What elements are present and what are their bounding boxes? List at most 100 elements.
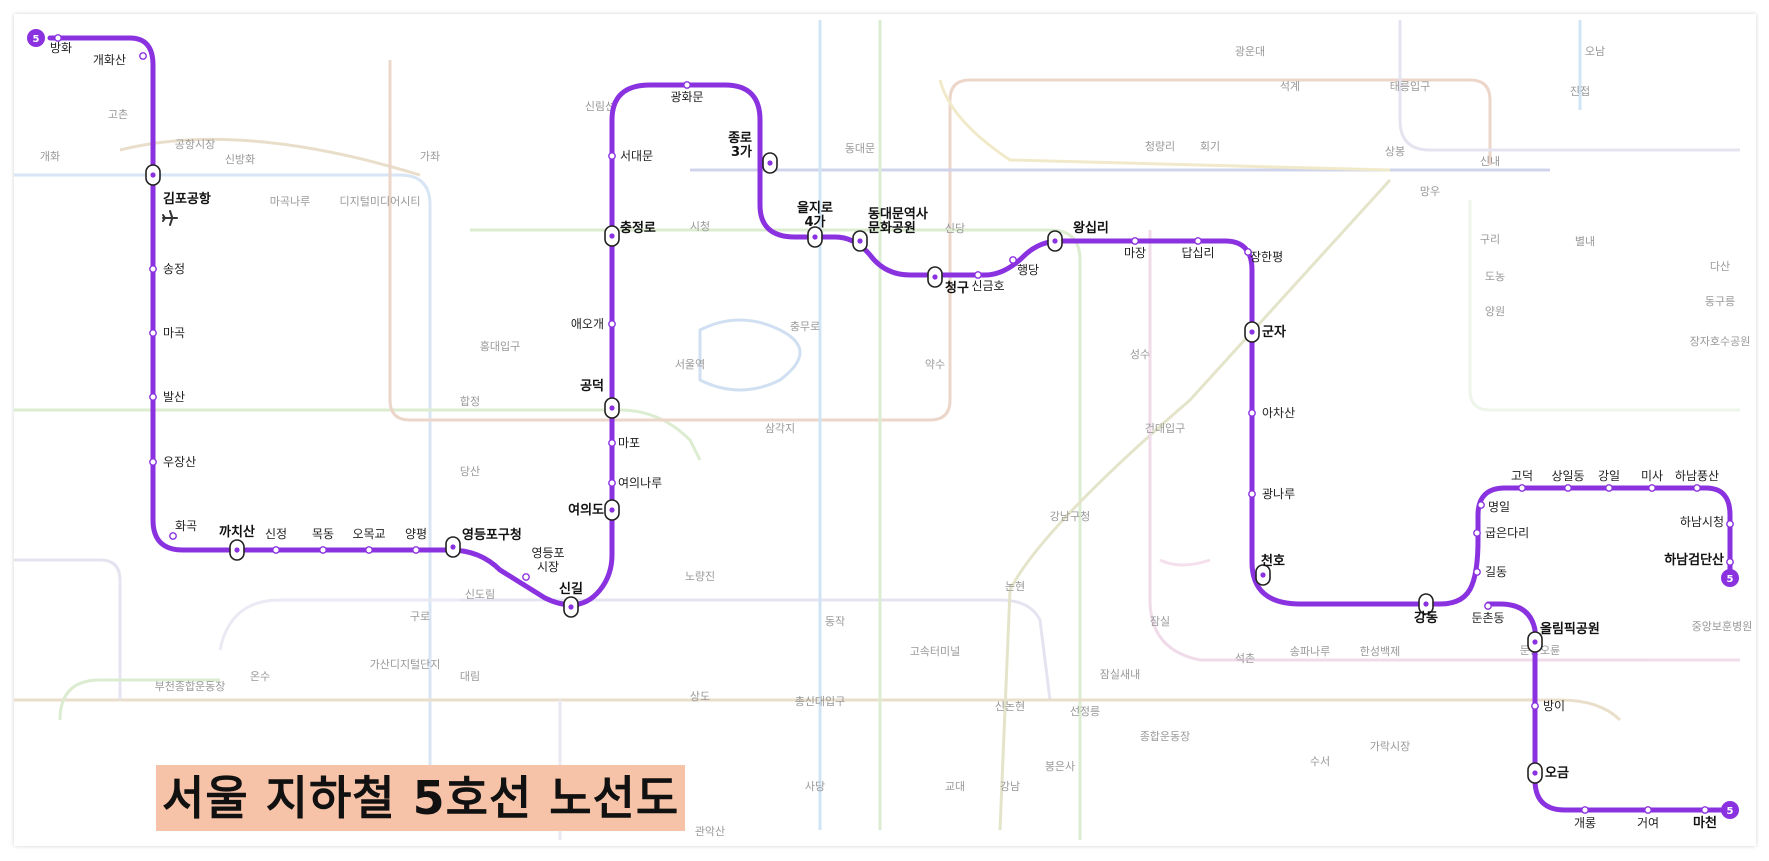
station[interactable]: 오목교 (352, 527, 386, 554)
background-station-label: 가산디지털단지 (370, 658, 441, 671)
station[interactable]: 명일 (1477, 500, 1510, 514)
background-station-label: 다산 (1710, 260, 1730, 273)
station[interactable]: 고덕 (1511, 469, 1533, 492)
station[interactable]: 영등포구청 (445, 527, 522, 558)
station[interactable]: 하남시청 (1680, 515, 1734, 529)
station[interactable]: 답십리 (1181, 237, 1215, 260)
station-label: 신길 (559, 582, 583, 597)
station[interactable]: 방이 (1531, 699, 1565, 713)
background-station-label: 총신대입구 (795, 695, 846, 708)
station-label: 하남검단산 (1664, 552, 1724, 568)
station[interactable]: 화곡 (169, 519, 197, 540)
station[interactable]: 마장 (1124, 237, 1146, 260)
background-station-label: 대림 (460, 670, 480, 683)
station-label: 명일 (1488, 500, 1510, 514)
station[interactable]: 강일 (1598, 469, 1620, 492)
station[interactable]: 천호 (1255, 554, 1285, 586)
line-badge-macheon: 5 (1721, 801, 1739, 819)
background-station-label: 청량리 (1145, 140, 1175, 153)
background-station-label: 합정 (460, 395, 480, 408)
station[interactable]: 군자 (1244, 321, 1286, 343)
station[interactable]: 공덕 (580, 378, 620, 419)
station-marker (1693, 484, 1701, 492)
station[interactable]: 마천 (1693, 806, 1717, 831)
station[interactable]: 광나루 (1248, 487, 1295, 501)
station-label: 송정 (163, 262, 185, 276)
station[interactable]: 강동 (1414, 593, 1438, 626)
background-station-label: 상도 (690, 690, 710, 703)
station[interactable]: 길동 (1473, 565, 1507, 579)
station-label: 신금호 (971, 279, 1004, 293)
station[interactable]: 청구 (927, 266, 969, 296)
station-label: 군자 (1262, 325, 1286, 340)
station[interactable]: 양평 (405, 527, 427, 554)
background-station-label: 부천종합운동장 (155, 679, 226, 693)
background-station-label: 양원 (1485, 305, 1505, 318)
station[interactable]: 거여 (1637, 806, 1659, 830)
station[interactable]: 목동 (312, 527, 334, 554)
station-marker (522, 573, 530, 581)
station[interactable]: 하남검단산 (1664, 552, 1734, 568)
background-network (14, 20, 1740, 840)
station[interactable]: 송정 (149, 262, 185, 276)
station[interactable]: 미사 (1641, 469, 1663, 492)
station[interactable]: 까치산 (219, 524, 255, 561)
station-marker (169, 532, 177, 540)
background-station-label: 수서 (1310, 755, 1330, 768)
background-station-label: 당산 (460, 465, 480, 478)
station-marker (1009, 256, 1017, 264)
station-label: 영등포구청 (462, 527, 522, 543)
station[interactable]: 서대문 (608, 149, 653, 163)
station[interactable]: 개화산 (93, 52, 147, 67)
station[interactable]: 발산 (149, 390, 185, 404)
station[interactable]: 여의도 (568, 499, 620, 521)
station[interactable]: 굽은다리 (1473, 526, 1529, 540)
station-marker (683, 81, 691, 89)
station[interactable]: 김포공항 (145, 164, 211, 207)
station-label: 하남풍산 (1675, 469, 1719, 483)
station[interactable]: 상일동 (1551, 469, 1585, 492)
station[interactable]: 신정 (265, 527, 287, 554)
station[interactable]: 광화문 (670, 81, 704, 104)
station[interactable]: 하남풍산 (1675, 469, 1719, 492)
station[interactable]: 방화 (50, 34, 72, 55)
station[interactable]: 오금 (1527, 762, 1569, 784)
station[interactable]: 충정로 (604, 220, 656, 247)
interchange-dot (609, 233, 615, 239)
station[interactable]: 올림픽공원 (1527, 621, 1600, 653)
line-5-branch-macheon (1485, 601, 1733, 813)
background-station-label: 장자호수공원 (1690, 335, 1751, 348)
station[interactable]: 애오개 (571, 317, 616, 331)
station-label: 길동 (1485, 565, 1507, 579)
background-station-label: 구로 (410, 610, 430, 623)
station[interactable]: 장한평 (1244, 248, 1283, 264)
station[interactable]: 둔촌동 (1471, 602, 1505, 625)
station-marker (365, 546, 373, 554)
station[interactable]: 마포 (608, 436, 640, 450)
station[interactable]: 여의나루 (608, 476, 662, 490)
background-station-label: 디지털미디어시티 (340, 195, 421, 208)
station[interactable]: 왕십리 (1047, 220, 1109, 252)
line-badge-hanam: 5 (1721, 569, 1739, 587)
station[interactable]: 우장산 (149, 455, 196, 469)
background-station-label: 건대입구 (1145, 422, 1185, 435)
background-station-label: 회기 (1200, 140, 1220, 153)
line-5-route (47, 35, 1733, 608)
background-station-label: 관악산 (695, 825, 725, 838)
station[interactable]: 아차산 (1248, 406, 1295, 420)
station[interactable]: 개롱 (1574, 806, 1596, 830)
station[interactable]: 마곡 (149, 326, 185, 340)
station[interactable]: 신금호 (971, 271, 1005, 293)
station-label: 하남시청 (1680, 515, 1724, 529)
station[interactable]: 신길 (559, 582, 583, 618)
background-station-label: 태릉입구 (1390, 80, 1430, 93)
station-marker (1248, 490, 1256, 498)
station-label: 우장산 (163, 455, 196, 469)
station[interactable]: 행당 (1009, 256, 1039, 277)
